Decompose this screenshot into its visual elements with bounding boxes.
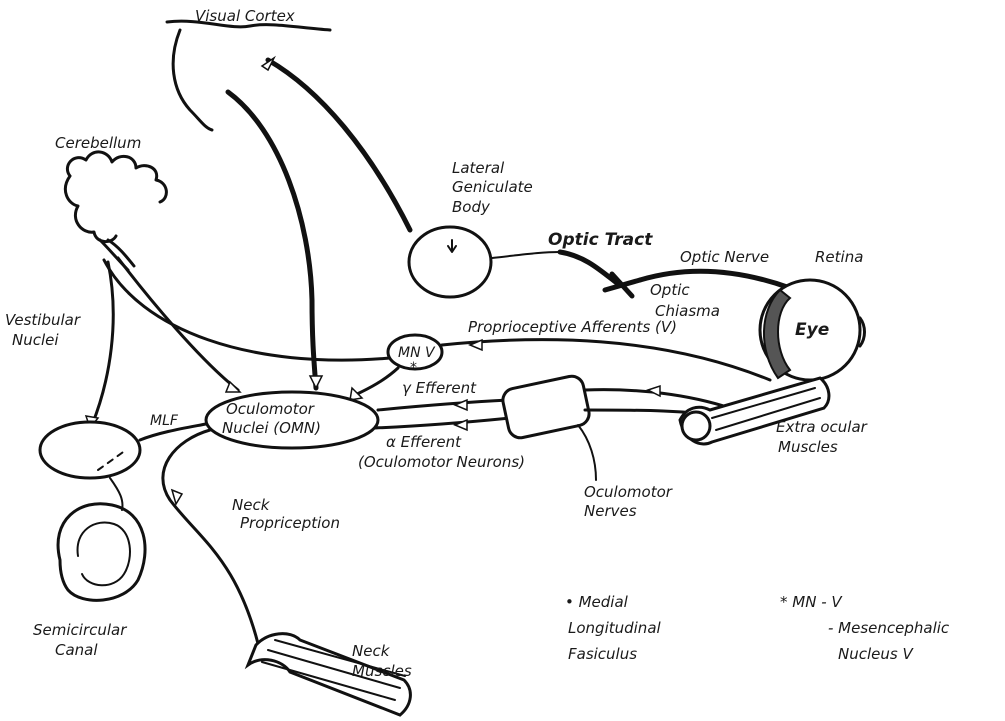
label-oculomotor-nerves-2: Nerves [584, 502, 637, 520]
legend-mn-1: * MN - V [780, 593, 843, 611]
lgb-to-cortex-tract [268, 60, 410, 230]
proprioceptive-afferents-tract [442, 340, 770, 380]
label-semicircular-2: Canal [55, 641, 98, 659]
legend-mlf-2: Longitudinal [568, 619, 662, 637]
oculomotor-nerves-pointer [578, 425, 596, 480]
visual-cortex-fold [173, 30, 212, 130]
vestibular-nuclei [40, 422, 140, 478]
label-neck-muscles-2: Muscles [352, 662, 412, 680]
extraocular-muscle-end [682, 412, 710, 440]
legend-mlf-1: • Medial [565, 593, 629, 611]
label-neck-proprioception-2: Propriception [240, 514, 340, 532]
label-omn-2: Nuclei (OMN) [222, 419, 321, 437]
cerebellum-to-omn-tract [118, 258, 238, 390]
cerebellum-to-vestibular-tract [92, 262, 113, 425]
label-neck-proprioception-1: Neck [232, 496, 271, 514]
label-eye: Eye [795, 320, 829, 340]
cerebellum-shape [65, 152, 166, 242]
gamma-efferent-tract [378, 400, 510, 410]
mnv-to-omn [355, 368, 398, 395]
label-lgb-1: Lateral [452, 159, 505, 177]
label-optic-chiasma-1: Optic [650, 281, 690, 299]
label-retina: Retina [815, 248, 863, 266]
semicircular-canal-inner [78, 522, 130, 585]
legend-mn-3: Nucleus V [838, 645, 914, 663]
label-vestibular-1: Vestibular [5, 311, 81, 329]
label-lgb-3: Body [452, 198, 491, 216]
label-extraocular-1: Extra ocular [776, 418, 868, 436]
cerebellum-to-mnv-tract [104, 260, 390, 360]
label-lgb-2: Geniculate [452, 178, 533, 196]
cylinder-muscle-arrow [648, 386, 660, 396]
label-proprioceptive-afferents: Proprioceptive Afferents (V) [468, 318, 677, 336]
neck-proprioception-arrow [172, 490, 182, 504]
label-optic-tract: Optic Tract [548, 230, 653, 250]
label-neck-muscles-1: Neck [352, 642, 391, 660]
optic-tract-thick [560, 252, 618, 284]
label-mn-v-star: * [410, 360, 417, 376]
label-omn-1: Oculomotor [226, 400, 315, 418]
alpha-efferent-tract [375, 418, 510, 428]
label-extraocular-2: Muscles [778, 438, 838, 456]
neck-proprioception-tract [163, 430, 262, 660]
label-visual-cortex: Visual Cortex [195, 7, 295, 25]
label-oculomotor-nerves-1: Oculomotor [584, 483, 673, 501]
cortex-to-omn-tract [228, 92, 316, 388]
label-cerebellum: Cerebellum [55, 134, 141, 152]
label-alpha-efferent: α Efferent [386, 433, 462, 451]
legend-mlf-3: Fasiculus [568, 645, 637, 663]
label-gamma-efferent: γ Efferent [402, 379, 477, 397]
oculomotor-nerve-cylinder [501, 374, 592, 440]
cortex-to-omn-arrow [310, 376, 322, 388]
label-mlf: MLF [150, 413, 179, 429]
label-semicircular-1: Semicircular [33, 621, 127, 639]
optic-tract [492, 252, 560, 258]
legend-mn-2: - Mesencephalic [828, 619, 950, 637]
label-mn-v: MN V [398, 345, 436, 361]
label-oculomotor-neurons: (Oculomotor Neurons) [358, 453, 525, 471]
label-vestibular-2: Nuclei [12, 331, 59, 349]
lateral-geniculate-body [409, 227, 491, 297]
label-optic-nerve: Optic Nerve [680, 248, 769, 266]
